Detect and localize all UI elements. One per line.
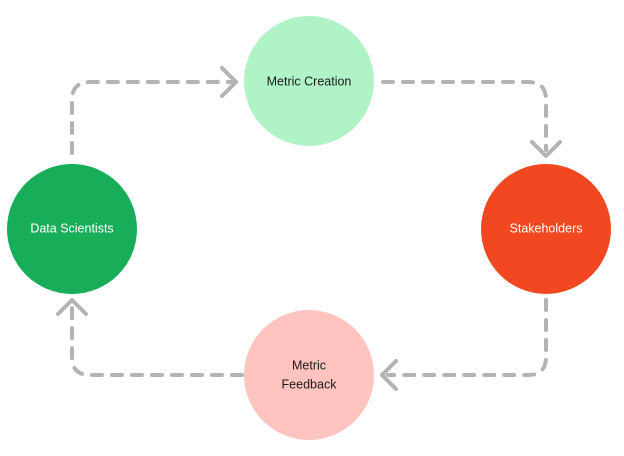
node-label-line1: Metric — [292, 358, 326, 372]
node-metric-feedback: Metric Feedback — [244, 310, 374, 440]
node-metric-creation: Metric Creation — [244, 16, 374, 146]
arrow-stakeholders-to-metric-feedback — [380, 298, 548, 391]
arrow-data-scientists-to-metric-creation — [70, 66, 238, 155]
node-label: Metric Creation — [267, 74, 352, 88]
node-data-scientists: Data Scientists — [7, 164, 137, 294]
arrow-metric-creation-to-stakeholders — [381, 80, 562, 158]
node-stakeholders: Stakeholders — [481, 164, 611, 294]
node-label-line2: Feedback — [282, 377, 338, 391]
node-label: Data Scientists — [30, 221, 113, 235]
arrow-metric-feedback-to-data-scientists — [56, 298, 244, 377]
node-label: Stakeholders — [510, 221, 583, 235]
